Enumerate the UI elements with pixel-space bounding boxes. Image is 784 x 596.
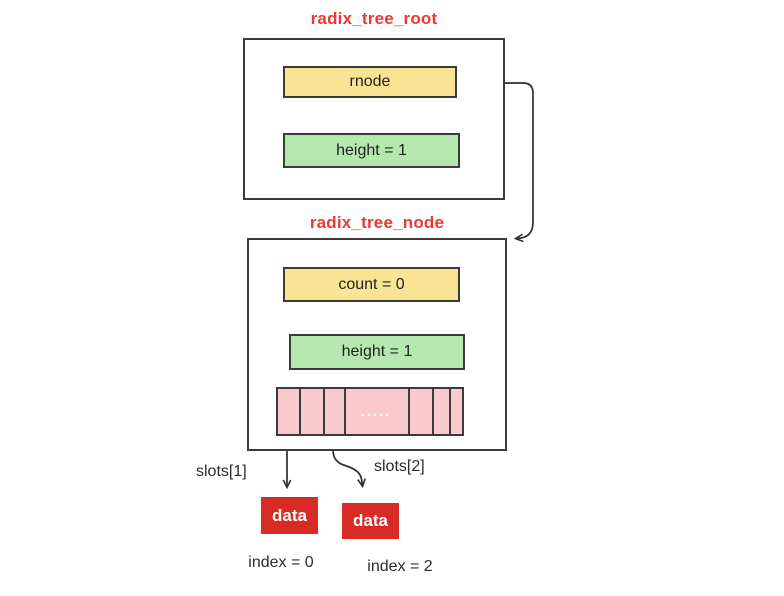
slot-divider bbox=[432, 389, 434, 434]
slots-ellipsis: ..... bbox=[360, 403, 392, 420]
root-height-field: height = 1 bbox=[283, 133, 460, 168]
count-field: count = 0 bbox=[283, 267, 460, 302]
slot-divider bbox=[408, 389, 410, 434]
slots1-label: slots[1] bbox=[196, 463, 247, 480]
data-node-left: data bbox=[261, 497, 318, 534]
node-height-field: height = 1 bbox=[289, 334, 465, 370]
slots2-label: slots[2] bbox=[374, 458, 425, 475]
index-label-right: index = 2 bbox=[367, 558, 433, 575]
data-node-right: data bbox=[342, 503, 399, 539]
slot-divider bbox=[449, 389, 451, 434]
slot-divider bbox=[344, 389, 346, 434]
radix-tree-root-box bbox=[243, 38, 505, 200]
slots-array: ..... bbox=[276, 387, 464, 436]
radix-tree-node-title: radix_tree_node bbox=[309, 213, 445, 232]
slot-divider bbox=[299, 389, 301, 434]
index-label-left: index = 0 bbox=[248, 554, 314, 571]
rnode-field: rnode bbox=[283, 66, 457, 98]
radix-tree-root-title: radix_tree_root bbox=[310, 9, 438, 28]
slot-divider bbox=[323, 389, 325, 434]
